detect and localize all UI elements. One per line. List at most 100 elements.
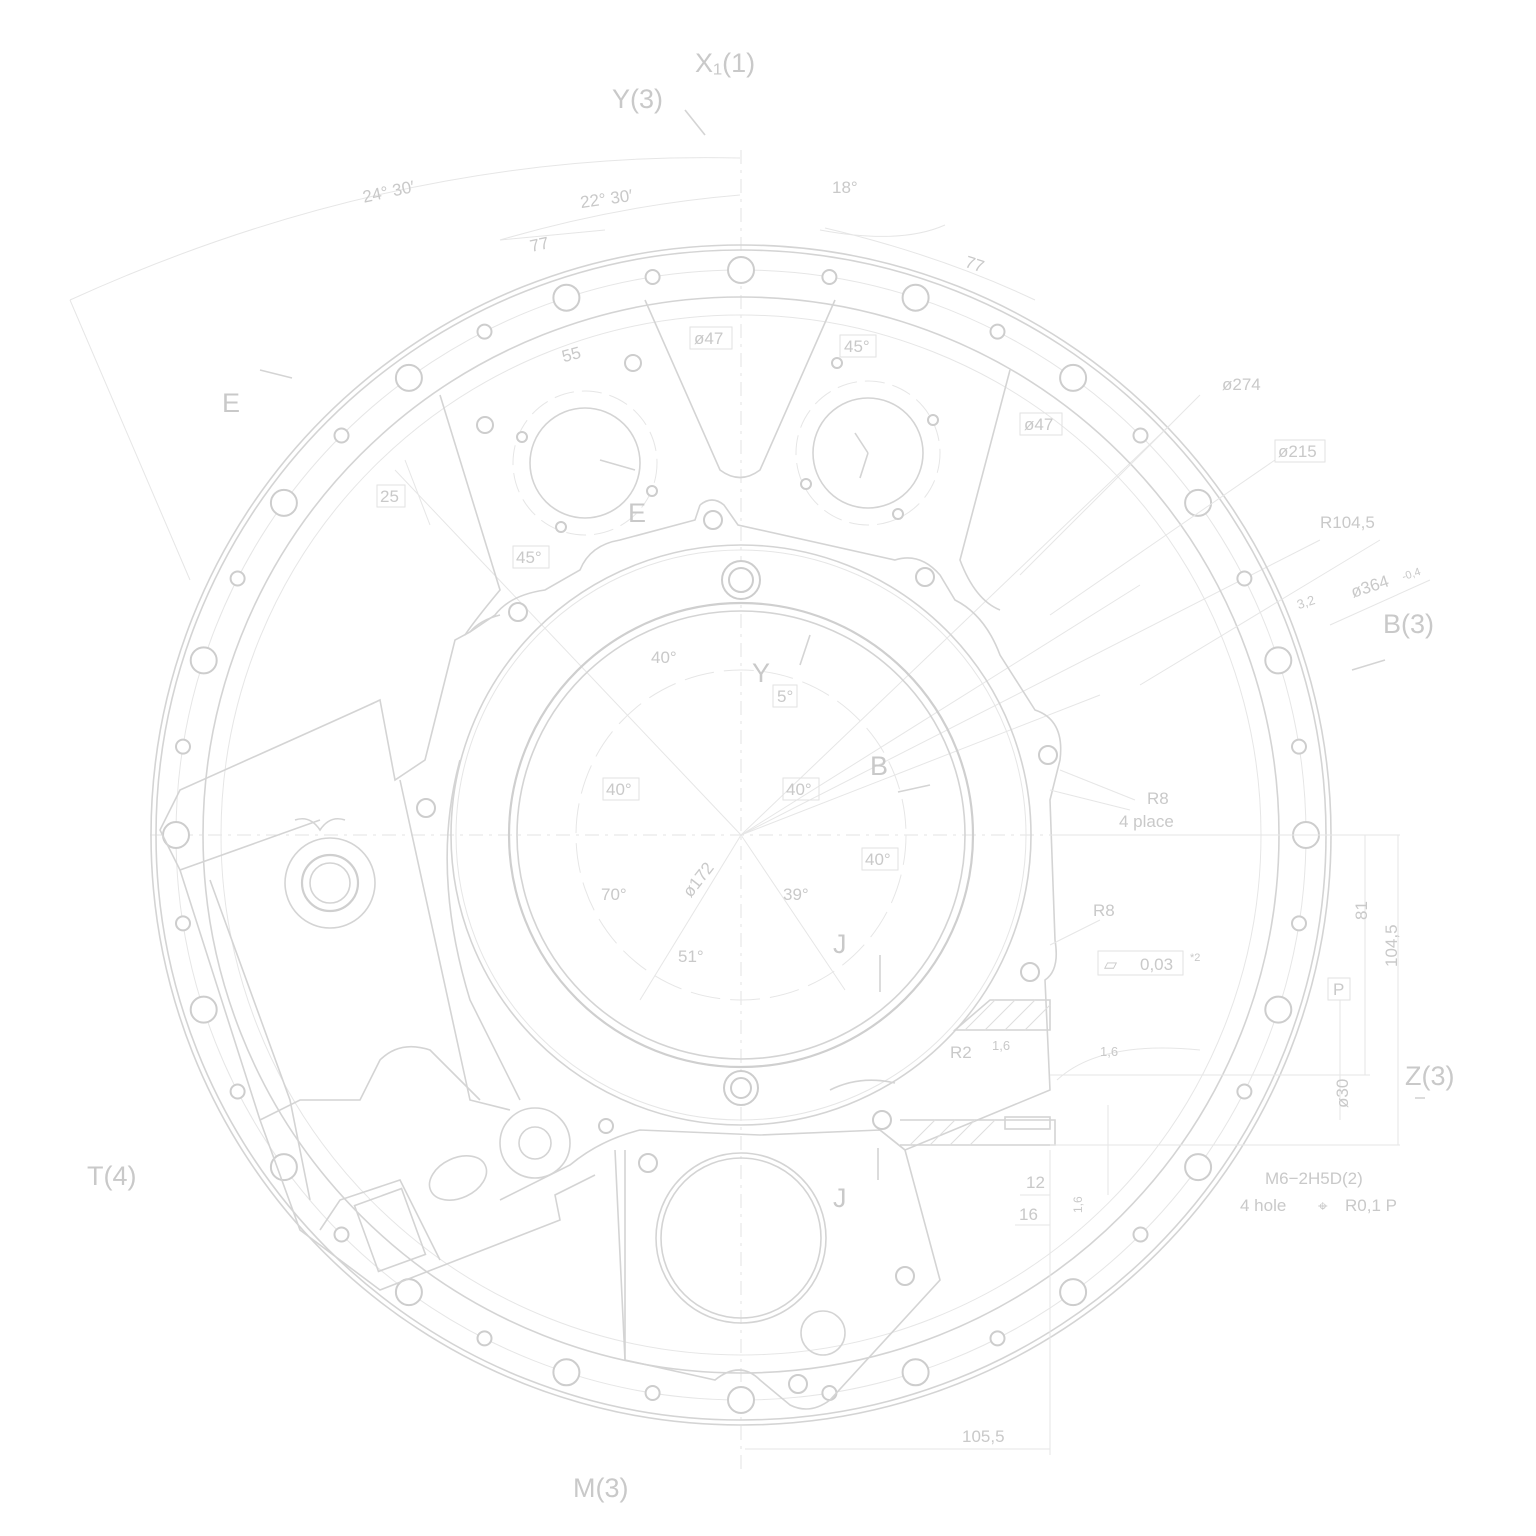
dim-dia30: ø30 bbox=[1333, 1079, 1352, 1108]
dim-r8: R8 bbox=[1093, 901, 1115, 920]
dim-81: 81 bbox=[1352, 901, 1371, 920]
bolt-hole bbox=[1264, 646, 1293, 675]
dim-24-30: 24° 30′ bbox=[361, 177, 416, 207]
view-label-x1: X₁(1) bbox=[695, 48, 755, 78]
bolt-hole bbox=[552, 1358, 581, 1387]
dim-40-1: 40° bbox=[651, 648, 677, 667]
bolt-hole bbox=[1132, 1226, 1149, 1243]
bolt-hole-circle bbox=[162, 256, 1320, 1414]
housing-outline bbox=[159, 299, 1062, 1410]
bolt-hole bbox=[901, 1358, 930, 1387]
bolt-hole bbox=[1059, 363, 1088, 392]
view-label-z3: Z(3) bbox=[1405, 1061, 1455, 1091]
dim-r2: R2 bbox=[950, 1043, 972, 1062]
dim-place-4: 4 place bbox=[1119, 812, 1174, 831]
view-label-y: Y bbox=[752, 658, 770, 688]
bolt-hole bbox=[229, 1083, 246, 1100]
dim-22-30: 22° 30′ bbox=[579, 186, 634, 212]
bolt-hole bbox=[269, 488, 298, 517]
dim-18: 18° bbox=[832, 178, 858, 197]
dimension-labels: 24° 30′ 22° 30′ 18° 77 77 55 ø47 ø47 45°… bbox=[361, 177, 1422, 1446]
dim-rough-3: 1,6 bbox=[1071, 1196, 1085, 1213]
bolt-hole bbox=[269, 1153, 298, 1182]
bolt-hole bbox=[1264, 995, 1293, 1024]
view-label-m3: M(3) bbox=[573, 1473, 629, 1503]
bolt-hole bbox=[1291, 915, 1307, 932]
bolt-hole bbox=[821, 1385, 838, 1401]
view-label-e: E bbox=[222, 388, 240, 418]
dim-rough-2: 1,6 bbox=[1100, 1044, 1118, 1059]
bolt-hole bbox=[476, 1330, 493, 1347]
dim-dia47-right: ø47 bbox=[1024, 415, 1053, 434]
bolt-hole bbox=[727, 256, 755, 284]
dim-5: 5° bbox=[777, 687, 793, 706]
dim-45-left: 45° bbox=[516, 548, 542, 567]
small-hole-circle bbox=[175, 269, 1307, 1401]
dim-dia364: ø364 bbox=[1349, 572, 1392, 602]
bolt-hole bbox=[189, 646, 218, 675]
dim-12: 12 bbox=[1026, 1173, 1045, 1192]
dim-39: 39° bbox=[783, 885, 809, 904]
dim-40-2: 40° bbox=[606, 780, 632, 799]
dim-16: 16 bbox=[1019, 1205, 1038, 1224]
dim-25: 25 bbox=[380, 487, 399, 506]
bolt-hole bbox=[727, 1386, 755, 1414]
bolt-hole bbox=[476, 323, 493, 340]
view-label-b: B bbox=[870, 751, 888, 781]
dim-105-5: 105,5 bbox=[962, 1427, 1005, 1446]
center-lines bbox=[150, 150, 1330, 1470]
bolt-hole bbox=[989, 323, 1006, 340]
bolt-hole bbox=[333, 1226, 350, 1243]
dim-70: 70° bbox=[601, 885, 627, 904]
thread-note: M6−2H5D(2) bbox=[1265, 1169, 1363, 1188]
dim-40-4: 40° bbox=[865, 850, 891, 869]
position-symbol: ⌖ bbox=[1318, 1197, 1328, 1216]
dim-51: 51° bbox=[678, 947, 704, 966]
bolt-hole bbox=[229, 570, 246, 587]
bolt-hole bbox=[1184, 488, 1213, 517]
view-label-j2: J bbox=[833, 1183, 847, 1213]
view-label-t4: T(4) bbox=[87, 1161, 137, 1191]
bolt-hole bbox=[1291, 738, 1307, 755]
dim-104-5: 104,5 bbox=[1382, 924, 1401, 967]
bolt-hole bbox=[1059, 1278, 1088, 1307]
dim-flatness-note: *2 bbox=[1190, 952, 1200, 964]
dim-40-3: 40° bbox=[786, 780, 812, 799]
dim-rough-1: 1,6 bbox=[992, 1038, 1010, 1053]
position-tol-note: R0,1 P bbox=[1345, 1196, 1397, 1215]
bolt-hole bbox=[644, 269, 661, 285]
dim-dia364-tol: -0,4 bbox=[1401, 566, 1423, 583]
features bbox=[284, 354, 1058, 1394]
bolt-hole bbox=[821, 269, 838, 285]
bolt-hole bbox=[552, 283, 581, 312]
dim-3-2: 3,2 bbox=[1295, 592, 1317, 612]
dim-flatness: 0,03 bbox=[1140, 955, 1173, 974]
bolt-hole bbox=[989, 1330, 1006, 1347]
bolt-hole bbox=[1236, 1083, 1253, 1100]
dim-dia215: ø215 bbox=[1278, 442, 1317, 461]
bolt-hole bbox=[1184, 1153, 1213, 1182]
view-label-j: J bbox=[833, 929, 847, 959]
bolt-hole bbox=[644, 1385, 661, 1401]
text-frames bbox=[376, 326, 1351, 1001]
dim-77-right: 77 bbox=[963, 252, 987, 276]
central-bore bbox=[450, 544, 1032, 1126]
dim-dia47-left: ø47 bbox=[694, 329, 723, 348]
dim-45-top: 45° bbox=[844, 337, 870, 356]
dim-r8-4: R8 bbox=[1147, 789, 1169, 808]
dim-dia172: ø172 bbox=[679, 859, 718, 901]
dim-datum-p: P bbox=[1333, 980, 1344, 999]
view-labels: X₁(1) Y(3) E E Y B B(3) J J Z(3) T(4) M(… bbox=[87, 48, 1455, 1503]
bolt-hole bbox=[1236, 570, 1253, 587]
dimension-lines bbox=[69, 109, 1431, 1455]
flatness-symbol: ▱ bbox=[1104, 955, 1118, 974]
view-label-y3: Y(3) bbox=[612, 84, 663, 114]
bolt-hole bbox=[901, 283, 930, 312]
dim-dia274: ø274 bbox=[1222, 375, 1261, 394]
bolt-hole bbox=[333, 427, 350, 444]
bolt-hole bbox=[189, 995, 218, 1024]
view-label-b3: B(3) bbox=[1383, 609, 1434, 639]
bolt-hole bbox=[175, 915, 191, 932]
outer-flange bbox=[150, 244, 1332, 1426]
